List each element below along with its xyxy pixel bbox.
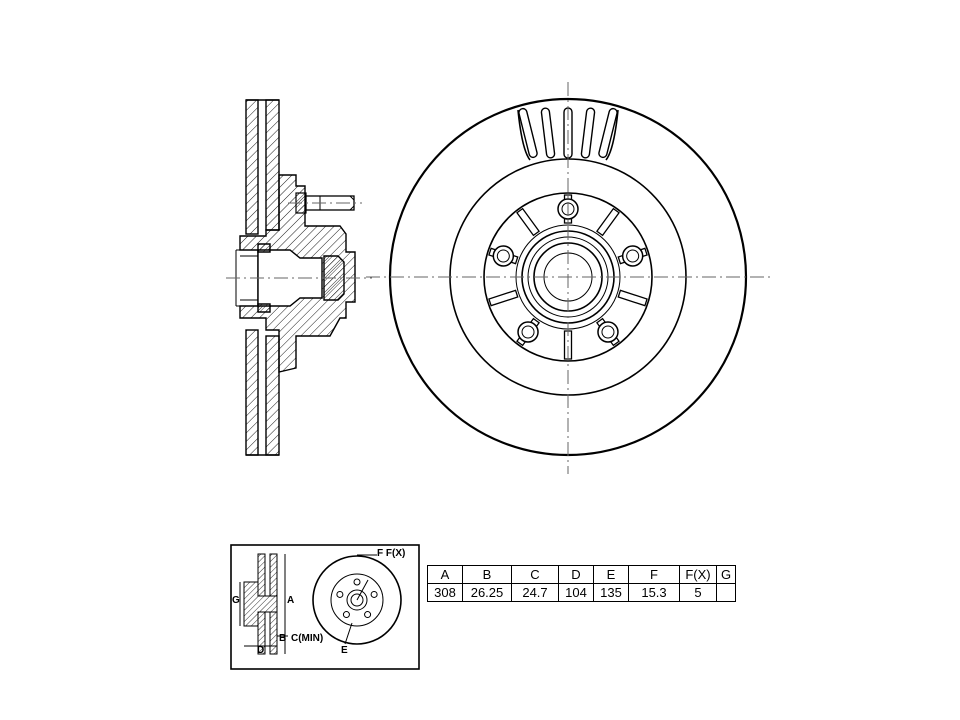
vent-vane: [598, 107, 618, 159]
spec-header-c: C: [511, 565, 559, 584]
mini-stud-hole: [370, 590, 378, 598]
spec-value-d: 104: [558, 583, 594, 602]
legend-label-g: G: [232, 595, 240, 606]
mini-stud-hole: [353, 578, 361, 586]
stud-hole: [517, 321, 539, 343]
spec-value-b: 26.25: [462, 583, 512, 602]
stud-hole: [492, 245, 515, 267]
vent-vane: [580, 107, 596, 159]
vent-vane: [518, 107, 538, 159]
spec-value-fx: 5: [679, 583, 717, 602]
vent-vanes: [518, 107, 618, 159]
disc-front-view: [366, 82, 772, 474]
spec-value-g: [716, 583, 736, 602]
spec-header-b: B: [462, 565, 512, 584]
legend-label-f-fx: F F(X): [377, 548, 405, 559]
vent-vane: [540, 107, 556, 159]
hub-rib: [516, 207, 540, 237]
legend-label-c-min: C(MIN): [291, 633, 323, 644]
spec-header-a: A: [427, 565, 463, 584]
spec-value-f: 15.3: [628, 583, 680, 602]
mini-stud-hole: [336, 590, 344, 598]
legend-box: F F(X) A G B C(MIN) D E: [230, 544, 420, 670]
legend-label-d: D: [257, 645, 264, 656]
mini-stud-hole: [364, 611, 372, 619]
legend-label-a: A: [287, 595, 294, 606]
mini-stud-hole: [342, 611, 350, 619]
stud-hole: [621, 245, 644, 267]
hub-rib: [563, 330, 573, 360]
hub-rib: [488, 289, 519, 307]
spec-header-d: D: [558, 565, 594, 584]
spec-value-e: 135: [593, 583, 629, 602]
spec-table-value-row: 308 26.25 24.7 104 135 15.3 5: [427, 583, 736, 602]
stud-hole: [597, 321, 619, 343]
disc-cross-section-view: [226, 99, 372, 456]
spec-table-header-row: A B C D E F F(X) G: [427, 565, 736, 584]
spec-header-g: G: [716, 565, 736, 584]
hub-rib: [596, 207, 620, 237]
hub-rib: [617, 289, 648, 307]
spec-header-f: F: [628, 565, 680, 584]
legend-label-e: E: [341, 645, 348, 656]
legend-label-b: B: [279, 633, 286, 644]
dimension-spec-table: A B C D E F F(X) G 308 26.25 24.7 104 13…: [427, 565, 736, 602]
spec-header-fx: F(X): [679, 565, 717, 584]
spec-value-c: 24.7: [511, 583, 559, 602]
spec-value-a: 308: [427, 583, 463, 602]
spec-header-e: E: [593, 565, 629, 584]
